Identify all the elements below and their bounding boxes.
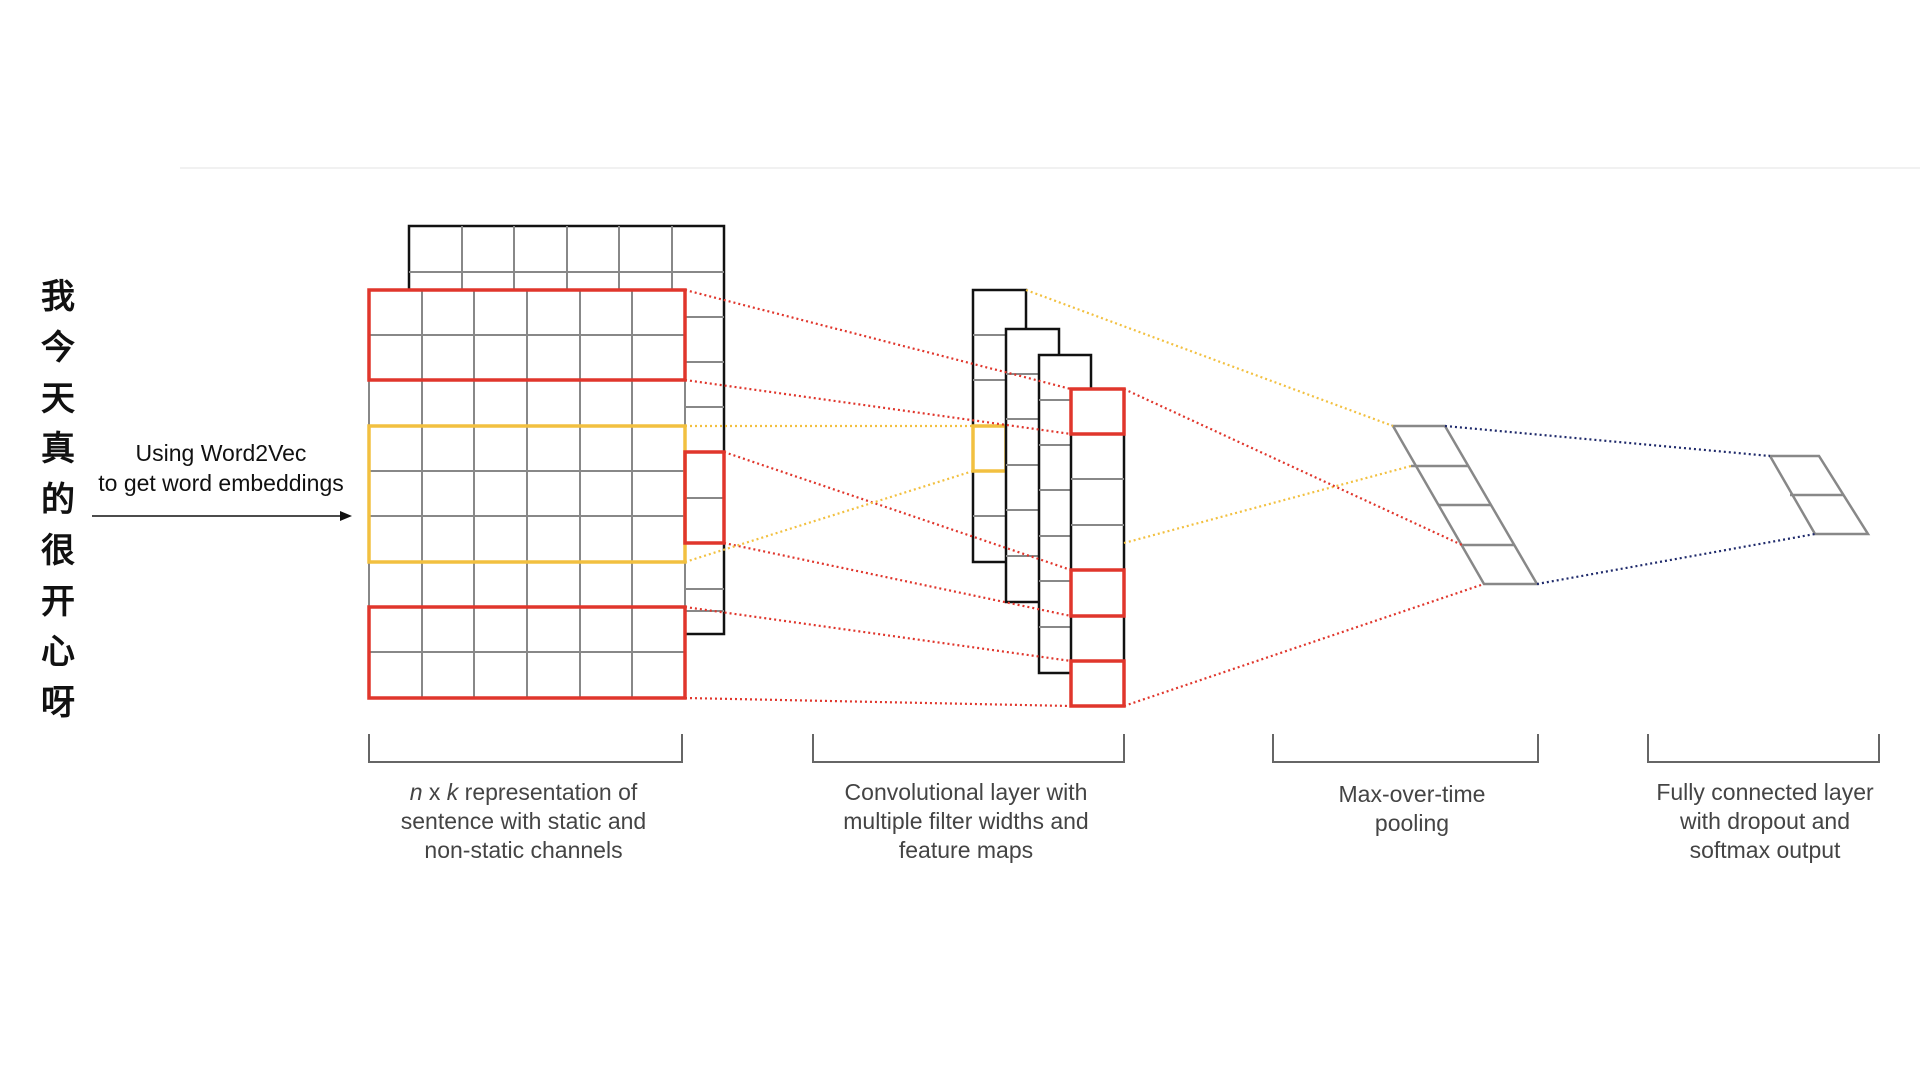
sentence-char: 真 (41, 429, 75, 470)
bracket-pool (1272, 734, 1539, 763)
caption-input-line2: sentence with static and (400, 808, 647, 834)
caption-input-rest: representation of (458, 779, 638, 805)
embedding-label-line2: to get word embeddings (98, 470, 344, 496)
caption-fc: Fully connected layer with dropout and s… (1620, 778, 1910, 865)
filter-window-red-bottom (367, 605, 687, 700)
caption-fc-line1: Fully connected layer (1656, 779, 1874, 805)
fc-output-vector (1767, 454, 1871, 536)
caption-pool: Max-over-time pooling (1272, 780, 1552, 838)
conv-red-output-cell-top (1069, 387, 1126, 436)
caption-input-line3: non-static channels (424, 837, 623, 863)
conv-red-output-cell-bottom (1069, 659, 1126, 708)
caption-input-k: k (446, 779, 459, 805)
input-sentence: 我 今 天 真 的 很 开 心 呀 (36, 280, 80, 720)
filter-window-red-back-channel (683, 450, 726, 545)
conv-feature-map-4 (1069, 387, 1126, 708)
sentence-char: 很 (41, 530, 75, 571)
connectors-pool-to-fc (1444, 424, 1816, 586)
caption-conv-line3: feature maps (898, 837, 1034, 863)
input-matrix-front-channel (368, 289, 686, 699)
sentence-char: 的 (41, 480, 75, 520)
filter-window-red-top (367, 288, 687, 382)
caption-input: n x k representation of sentence with st… (363, 778, 684, 865)
caption-fc-line3: softmax output (1689, 837, 1841, 863)
caption-input-x: x (422, 779, 447, 805)
sentence-char: 今 (41, 327, 75, 368)
sentence-char: 呀 (41, 683, 75, 723)
connectors-input-to-conv (684, 288, 1072, 708)
sentence-char: 天 (41, 378, 75, 419)
sentence-char: 我 (41, 277, 75, 317)
caption-pool-line1: Max-over-time (1338, 781, 1486, 807)
bracket-conv (812, 734, 1125, 763)
conv-red-output-cell-middle (1069, 568, 1126, 618)
sentence-char: 开 (41, 581, 75, 622)
embedding-label: Using Word2Vec to get word embeddings (80, 438, 362, 498)
embedding-arrow (92, 511, 352, 521)
embedding-label-line1: Using Word2Vec (135, 440, 307, 466)
bracket-input (368, 734, 683, 763)
caption-conv: Convolutional layer with multiple filter… (806, 778, 1126, 865)
max-pool-vector (1390, 424, 1540, 586)
caption-fc-line2: with dropout and (1679, 808, 1851, 834)
caption-conv-line1: Convolutional layer with (844, 779, 1088, 805)
connectors-conv-to-pool (1025, 288, 1485, 708)
caption-input-n: n (409, 779, 423, 805)
bracket-fc (1647, 734, 1880, 763)
caption-conv-line2: multiple filter widths and (843, 808, 1089, 834)
sentence-char: 心 (41, 632, 75, 673)
caption-pool-line2: pooling (1374, 810, 1450, 836)
